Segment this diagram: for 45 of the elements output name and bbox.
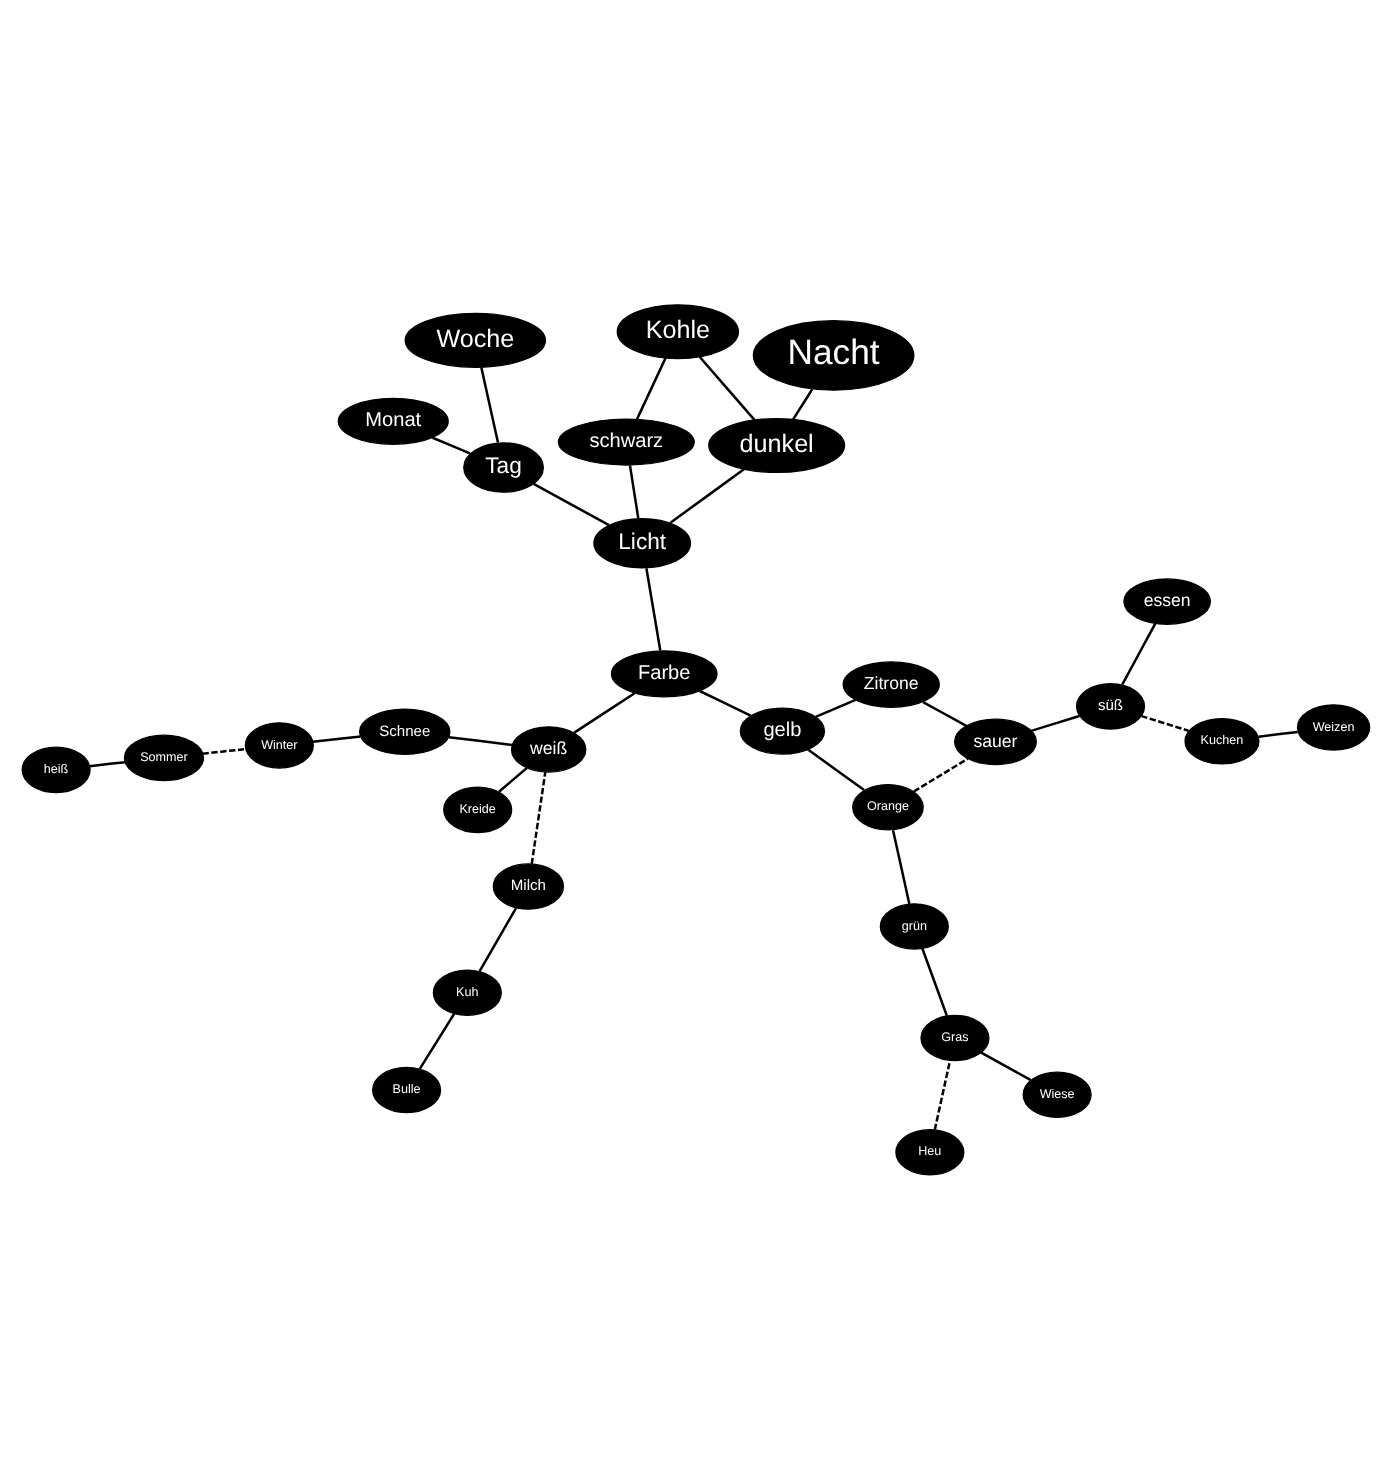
connector bbox=[498, 767, 528, 793]
connector bbox=[480, 366, 500, 443]
connector bbox=[418, 1013, 456, 1070]
connector bbox=[1030, 714, 1080, 733]
node-ellipse: Licht bbox=[593, 517, 692, 569]
connector bbox=[891, 829, 911, 905]
connector bbox=[533, 482, 610, 527]
connector bbox=[922, 701, 967, 727]
node-ellipse: sauer bbox=[954, 718, 1037, 766]
connector bbox=[669, 468, 745, 524]
node-ellipse: Woche bbox=[404, 312, 547, 368]
connector bbox=[1258, 730, 1298, 738]
connector bbox=[89, 760, 126, 768]
connector bbox=[573, 692, 636, 734]
connector bbox=[699, 689, 752, 717]
connector bbox=[807, 748, 865, 792]
connector bbox=[933, 1060, 952, 1130]
connector bbox=[698, 356, 756, 421]
node-ellipse: Zitrone bbox=[842, 661, 940, 708]
node-ellipse: Kohle bbox=[616, 304, 740, 360]
connector bbox=[1141, 714, 1190, 733]
connector bbox=[635, 357, 667, 420]
connector bbox=[432, 436, 471, 455]
connector bbox=[1121, 623, 1157, 686]
connector bbox=[921, 948, 948, 1017]
connector bbox=[530, 771, 547, 865]
connector bbox=[478, 907, 518, 972]
node-ellipse: schwarz bbox=[557, 418, 695, 466]
node-ellipse: Monat bbox=[337, 397, 449, 445]
node-ellipse: weiß bbox=[510, 726, 587, 773]
connector bbox=[913, 757, 969, 793]
node-ellipse: Tag bbox=[463, 442, 544, 493]
node-ellipse: Nacht bbox=[752, 320, 915, 391]
node-ellipse: gelb bbox=[739, 707, 826, 755]
node-ellipse: Farbe bbox=[610, 650, 718, 698]
connector bbox=[202, 747, 246, 755]
connector bbox=[792, 388, 814, 421]
connector bbox=[628, 465, 640, 519]
connector bbox=[645, 567, 662, 651]
connector bbox=[815, 698, 857, 719]
connector bbox=[980, 1051, 1032, 1082]
node-ellipse: essen bbox=[1123, 578, 1212, 625]
node-ellipse: dunkel bbox=[708, 417, 846, 474]
connector bbox=[448, 735, 513, 747]
connector bbox=[312, 735, 361, 743]
